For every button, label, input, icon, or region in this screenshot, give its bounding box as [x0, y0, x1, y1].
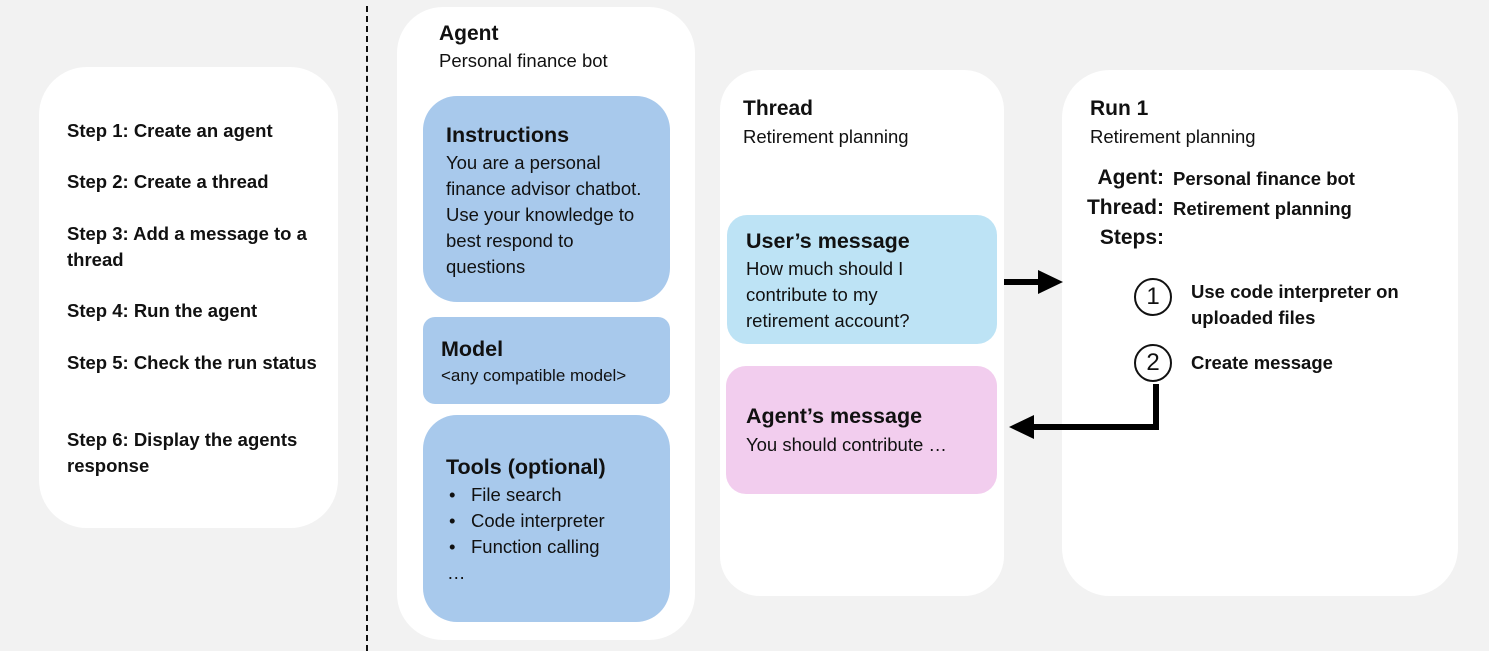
agent-message-body: You should contribute … — [746, 434, 947, 455]
tool-item: File search — [447, 482, 605, 508]
thread-panel: Thread Retirement planning User’s messag… — [720, 70, 1004, 596]
user-message-card: User’s message How much should I contrib… — [727, 215, 997, 344]
run-step-2-text: Create message — [1191, 352, 1333, 373]
run-subtitle: Retirement planning — [1090, 126, 1256, 147]
tools-title: Tools (optional) — [446, 455, 606, 479]
step-number-2: 2 — [1134, 344, 1172, 382]
run-panel: Run 1 Retirement planning Agent: Persona… — [1062, 70, 1458, 596]
instructions-body: You are a personal finance advisor chatb… — [446, 152, 642, 277]
run-thread-label: Thread: — [1086, 196, 1164, 219]
thread-subtitle: Retirement planning — [743, 126, 909, 147]
tools-more: … — [447, 562, 466, 583]
thread-title: Thread — [743, 97, 814, 120]
agent-title: Agent — [439, 22, 499, 45]
dashed-divider — [366, 6, 368, 651]
step-number-1: 1 — [1134, 278, 1172, 316]
run-thread-value: Retirement planning — [1173, 198, 1352, 219]
tool-item: Function calling — [447, 534, 605, 560]
step-1: Step 1: Create an agent — [67, 120, 273, 141]
step-5: Step 5: Check the run status — [67, 352, 317, 373]
run-agent-label: Agent: — [1097, 166, 1165, 189]
agent-message-title: Agent’s message — [746, 404, 923, 428]
agent-message-card: Agent’s message You should contribute … — [726, 366, 997, 494]
arrow-run-to-agent-message — [1009, 384, 1159, 439]
step-3: Step 3: Add a message to a thread — [67, 223, 307, 270]
user-message-body: How much should I contribute to my retir… — [746, 258, 910, 331]
tools-list: File search Code interpreter Function ca… — [447, 482, 605, 560]
steps-panel: Step 1: Create an agent Step 2: Create a… — [39, 67, 338, 528]
step-4: Step 4: Run the agent — [67, 300, 258, 321]
arrow-user-to-run — [1004, 270, 1063, 294]
model-body: <any compatible model> — [441, 366, 627, 385]
model-title: Model — [441, 337, 504, 361]
agent-subtitle: Personal finance bot — [439, 50, 608, 71]
run-step-1-text: Use code interpreter on uploaded files — [1191, 281, 1399, 328]
instructions-title: Instructions — [446, 123, 570, 147]
step-2: Step 2: Create a thread — [67, 171, 269, 192]
agent-panel: Agent Personal finance bot Instructions … — [397, 7, 695, 640]
instructions-card: Instructions You are a personal finance … — [423, 96, 670, 302]
user-message-title: User’s message — [746, 229, 910, 253]
model-card: Model <any compatible model> — [423, 317, 670, 404]
run-title: Run 1 — [1090, 97, 1149, 120]
tools-card: Tools (optional) File search Code interp… — [423, 415, 670, 622]
tool-item: Code interpreter — [447, 508, 605, 534]
run-agent-value: Personal finance bot — [1173, 168, 1355, 189]
run-steps-label: Steps: — [1099, 226, 1164, 249]
step-6: Step 6: Display the agents response — [67, 429, 298, 476]
